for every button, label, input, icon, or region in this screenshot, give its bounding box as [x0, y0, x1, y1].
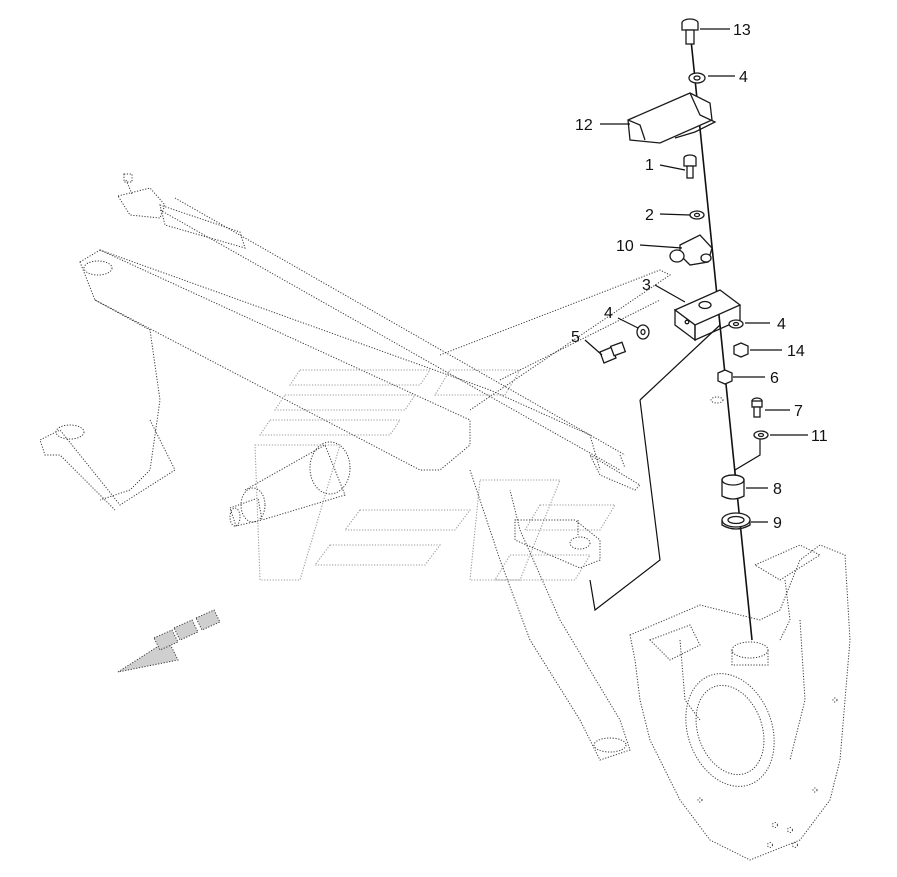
callout-12: 12: [575, 117, 593, 134]
callout-4-top: 4: [739, 69, 748, 86]
part-4-washer-top: [688, 72, 706, 84]
callout-8: 8: [773, 481, 782, 498]
watermark-logo: [254, 369, 616, 581]
callout-13: 13: [733, 22, 751, 39]
axle-frame-assembly: [39, 173, 671, 761]
steering-knuckle-housing: [629, 544, 851, 861]
part-4-washer-left: [636, 324, 650, 340]
part-13-bolt: [681, 18, 699, 45]
callout-4-right: 4: [777, 316, 786, 333]
part-5-bolt: [599, 341, 627, 364]
part-10-sensor: [669, 234, 713, 266]
part-3-bracket: [673, 289, 742, 342]
part-7-screw: [751, 397, 763, 418]
part-4-washer-right: [728, 319, 744, 329]
part-12-cover: [627, 92, 717, 144]
callout-5: 5: [571, 329, 580, 346]
part-1-screw: [683, 154, 697, 179]
part-9-seal-ring: [721, 512, 751, 530]
callout-6: 6: [770, 370, 779, 387]
part-lock-washer: [710, 396, 724, 404]
callout-1: 1: [645, 157, 654, 174]
part-11-washer: [753, 430, 769, 440]
callout-leaders: [584, 28, 808, 523]
part-8-bushing: [721, 474, 745, 500]
callout-3: 3: [642, 277, 651, 294]
part-6-nut: [717, 369, 733, 385]
part-2-washer: [689, 210, 705, 220]
callout-2: 2: [645, 207, 654, 224]
callout-9: 9: [773, 515, 782, 532]
front-direction-arrow-icon: [117, 609, 221, 673]
callout-10: 10: [616, 238, 634, 255]
callout-11: 11: [811, 428, 828, 445]
part-14-nut: [733, 342, 749, 358]
callout-7: 7: [794, 403, 803, 420]
callout-14: 14: [787, 343, 805, 360]
callout-labels: 13 4 12 1 2 10 3 4 5 4 14 6 7 11 8 9: [571, 22, 828, 532]
callout-4-left: 4: [604, 305, 613, 322]
